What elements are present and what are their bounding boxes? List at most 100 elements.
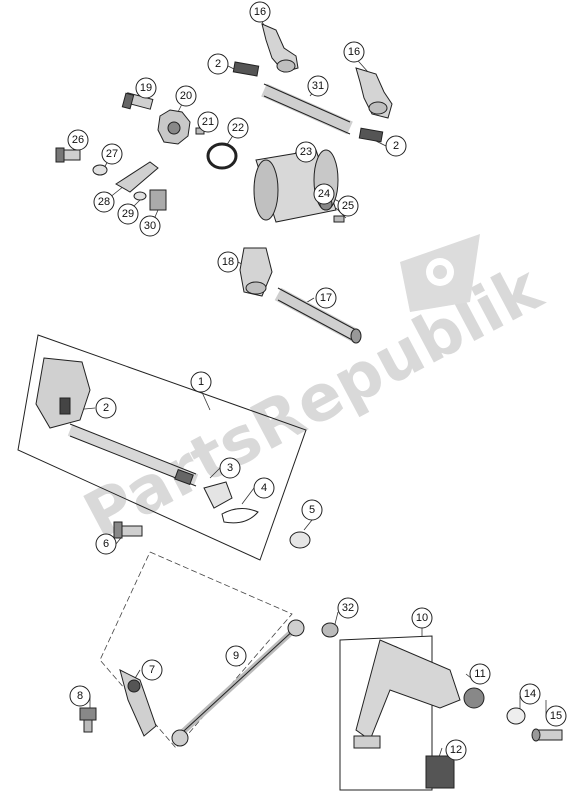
callout-30: 30: [139, 215, 161, 237]
callout-circle: [253, 477, 275, 499]
callout-number: 8: [77, 690, 83, 702]
callout-number: 14: [524, 688, 536, 700]
callout-circle: [139, 215, 161, 237]
callout-32: 32: [337, 597, 359, 619]
callout-circle: [249, 1, 271, 23]
callout-circle: [141, 659, 163, 681]
callout-circle: [117, 203, 139, 225]
shift-lever-7: [119, 669, 157, 737]
callout-number: 2: [103, 402, 109, 414]
bolt-8: [79, 707, 97, 733]
callout-19: 19: [135, 77, 157, 99]
callout-2: 2: [95, 397, 117, 419]
callout-number: 30: [144, 220, 156, 232]
callout-circle: [190, 371, 212, 393]
washer-27: [92, 164, 108, 176]
callout-7: 7: [141, 659, 163, 681]
callout-number: 24: [318, 188, 330, 200]
bolt-26: [55, 147, 81, 163]
callout-circle: [95, 397, 117, 419]
washer-14: [506, 707, 526, 725]
callout-6: 6: [95, 533, 117, 555]
callout-circle: [95, 533, 117, 555]
callout-circle: [469, 663, 491, 685]
callout-27: 27: [101, 143, 123, 165]
callout-3: 3: [219, 457, 241, 479]
callout-number: 20: [180, 90, 192, 102]
callout-4: 4: [253, 477, 275, 499]
callout-16: 16: [249, 1, 271, 23]
callout-15: 15: [545, 705, 567, 727]
callout-circle: [337, 597, 359, 619]
callout-16: 16: [343, 41, 365, 63]
callout-circle: [227, 117, 249, 139]
callout-2: 2: [207, 53, 229, 75]
callout-12: 12: [445, 739, 467, 761]
callout-number: 4: [261, 482, 267, 494]
callout-number: 21: [202, 116, 214, 128]
fork-shaft-31: [261, 83, 353, 135]
callout-number: 6: [103, 538, 109, 550]
bolt-6: [113, 521, 143, 539]
callout-28: 28: [93, 191, 115, 213]
callout-10: 10: [411, 607, 433, 629]
callout-circle: [343, 41, 365, 63]
callout-number: 32: [342, 602, 354, 614]
callout-circle: [217, 251, 239, 273]
callout-number: 23: [300, 146, 312, 158]
shift-drum-23: [253, 149, 339, 223]
washer-5: [289, 531, 311, 549]
callout-number: 26: [72, 134, 84, 146]
callout-14: 14: [519, 683, 541, 705]
callout-circle: [93, 191, 115, 213]
callout-number: 27: [106, 148, 118, 160]
pin-25: [333, 215, 345, 223]
callout-number: 28: [98, 196, 110, 208]
parts: [35, 23, 563, 789]
callout-23: 23: [295, 141, 317, 163]
callout-number: 12: [450, 744, 462, 756]
fork-shaft-17: [274, 287, 362, 344]
washer-32: [321, 622, 339, 638]
callout-9: 9: [225, 645, 247, 667]
callout-circle: [295, 141, 317, 163]
callout-24: 24: [313, 183, 335, 205]
pedal-rubber-12: [425, 755, 455, 789]
callout-circle: [135, 77, 157, 99]
gear-icon: [400, 234, 480, 312]
shift-fork-16-upper: [261, 23, 299, 73]
callout-number: 1: [198, 376, 204, 388]
shift-fork-16-lower: [355, 67, 393, 119]
shift-star-20: [157, 109, 191, 145]
callout-number: 10: [416, 612, 428, 624]
callout-circle: [411, 607, 433, 629]
callout-circle: [301, 499, 323, 521]
callout-31: 31: [307, 75, 329, 97]
callout-8: 8: [69, 685, 91, 707]
callout-25: 25: [337, 195, 359, 217]
callout-22: 22: [227, 117, 249, 139]
callout-number: 16: [348, 46, 360, 58]
bearing-11: [463, 687, 485, 709]
callout-number: 15: [550, 710, 562, 722]
callout-number: 11: [474, 668, 485, 680]
spring-4: [221, 508, 259, 524]
callout-17: 17: [315, 287, 337, 309]
ring-22: [206, 142, 238, 170]
callout-circle: [67, 129, 89, 151]
callout-circle: [445, 739, 467, 761]
spring-2-lower: [358, 127, 384, 143]
callout-circle: [69, 685, 91, 707]
callout-circle: [519, 683, 541, 705]
callout-number: 2: [215, 58, 221, 70]
callout-number: 17: [320, 292, 332, 304]
callout-number: 3: [227, 462, 233, 474]
spring-2-upper: [232, 61, 260, 77]
callout-number: 31: [312, 80, 324, 92]
lever-28: [115, 161, 159, 193]
callout-11: 11: [469, 663, 491, 685]
callout-number: 19: [140, 82, 152, 94]
callout-circle: [307, 75, 329, 97]
